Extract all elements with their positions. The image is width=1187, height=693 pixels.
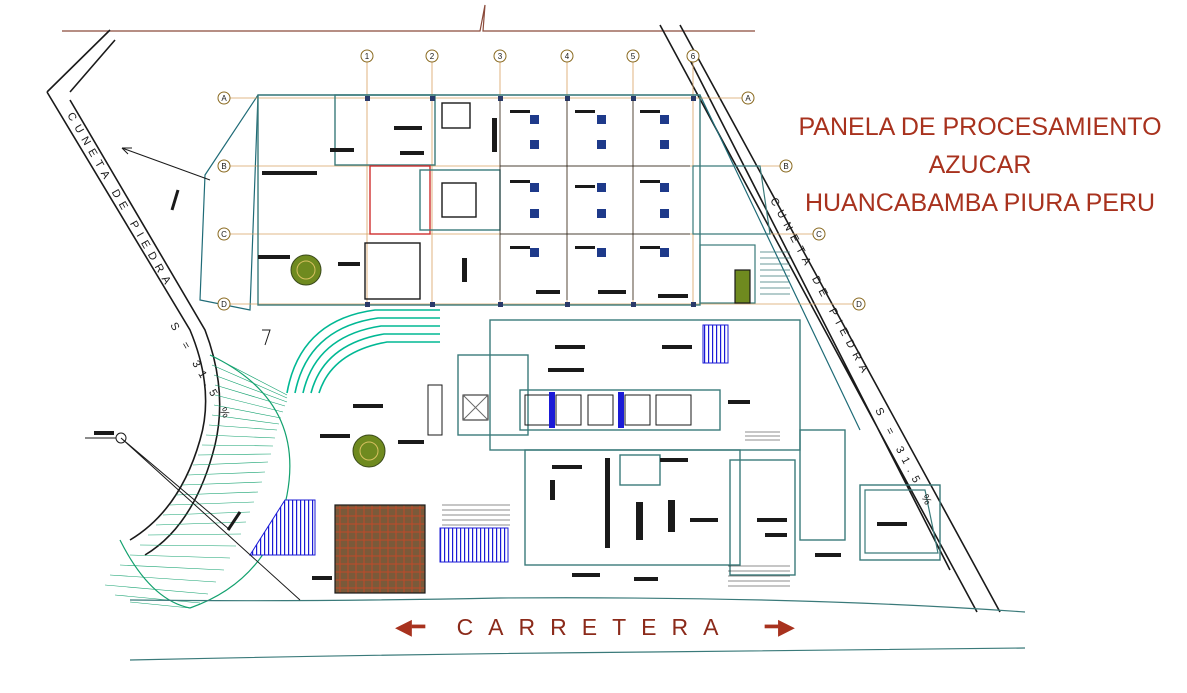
grid-row-label-d-left: D [221,300,227,309]
arrow-right-icon: ━▶ [764,614,795,639]
equipment-blocks [530,115,669,257]
grid-bubble-6 [686,49,700,63]
left-slope-label: S = 31.5 % [167,321,234,426]
garden-plot [334,504,426,594]
grid-row-bubbles: A B C D A B C D [217,91,866,311]
top-boundary [62,4,755,32]
grid-bubble-1 [360,49,374,63]
lower-stairs [442,431,790,587]
lower-label-bars [94,345,907,581]
grid-label-2: 2 [430,52,435,61]
road-label: ◀━ CARRETERA ━▶ [395,610,795,644]
grid-bubble-4 [560,49,574,63]
room-label-bars [258,110,688,298]
entrance-stair-fan [104,354,291,609]
grid-label-6: 6 [691,52,696,61]
title-line-3: HUANCABAMBA PIURA PERU [804,189,1156,217]
grid-bubble-3 [493,49,507,63]
left-canal-label: CUNETA DE PIEDRA [64,111,175,292]
grid-bubble-2 [425,49,439,63]
grid-label-4: 4 [565,52,570,61]
right-annex [864,489,939,554]
arrow-left-icon: ◀━ [395,614,426,639]
drawing-title: PANELA DE PROCESAMIENTO AZUCAR HUANCABAM… [770,108,1187,222]
equipment-row [427,384,692,436]
grid-row-label-b-right: B [783,162,788,171]
grid-label-3: 3 [498,52,503,61]
grid-bubble-5 [626,49,640,63]
title-line-1: PANELA DE PROCESAMIENTO [798,113,1162,141]
equipment-dividers [549,392,624,428]
annex-rooms [692,165,771,304]
grid-row-label-c-right: C [816,230,822,239]
annex-stairs [760,251,790,295]
grid-row-label-a-right: A [745,94,751,103]
grid-column-bubbles: 1 2 3 4 5 6 [360,49,700,63]
right-slope-label: S = 31.5 % [872,406,936,512]
curved-ramp [286,309,440,394]
grid-label-5: 5 [631,52,636,61]
left-canal [46,29,221,556]
slope-arrow [170,189,242,531]
upper-right-rooms [499,100,690,300]
grid-row-label-c-left: C [221,230,227,239]
blue-hatched-areas [249,324,729,563]
grid-row-label-a-left: A [221,94,227,103]
grid-row-label-d-right: D [856,300,862,309]
road [129,597,1026,661]
tree-lower [352,434,386,468]
grid-row-label-b-left: B [221,162,226,171]
column-markers [365,96,696,307]
grid-label-1: 1 [365,52,370,61]
lower-building [457,319,941,576]
north-arrow [85,147,301,601]
road-name: CARRETERA [456,613,734,640]
processing-building [257,94,701,306]
title-line-2: AZUCAR [928,151,1032,179]
tree-upper [290,254,322,286]
